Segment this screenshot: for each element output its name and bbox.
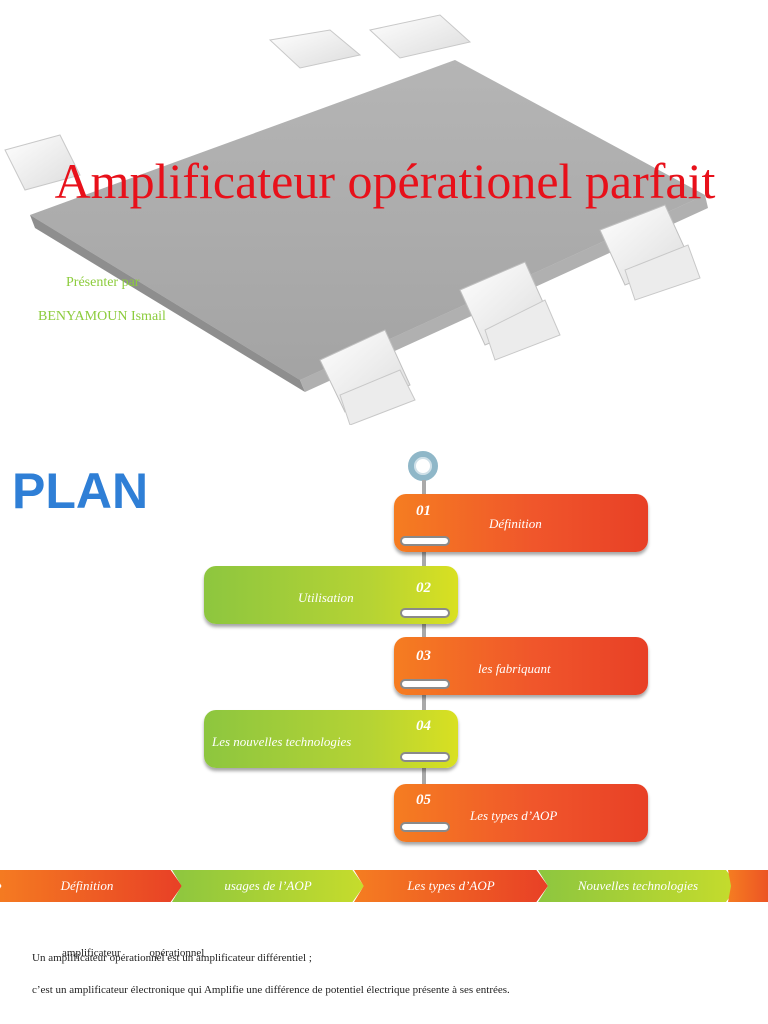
section-nav-bar: Définition usages de l’AOP Les types d’A… — [0, 868, 768, 904]
plan-item-label: Les types d’AOP — [470, 808, 558, 823]
plan-item-number: 01 — [416, 503, 431, 519]
plan-item-tab — [400, 608, 450, 618]
slide-title: Amplificateur opérationel parfait — [54, 153, 716, 209]
presenter-label: Présenter par — [66, 275, 140, 290]
plan-item-definition[interactable]: 01 Définition — [394, 494, 648, 552]
definition-line-1: Un amplificateur opérationnel est un amp… — [32, 952, 312, 964]
plan-item-label: Définition — [489, 516, 542, 531]
chip-illustration — [4, 14, 708, 425]
plan-item-number: 05 — [416, 792, 431, 808]
nav-types-aop[interactable]: Les types d’AOP — [354, 870, 548, 902]
plan-item-number: 04 — [416, 718, 431, 734]
plan-item-utilisation[interactable]: Utilisation 02 — [204, 566, 458, 624]
definition-overlay-text: amplificateur opérationnel — [62, 947, 205, 959]
plan-item-fabriquant[interactable]: 03 les fabriquant — [394, 637, 648, 695]
plan-item-tab — [400, 752, 450, 762]
plan-item-tab — [400, 536, 450, 546]
plan-item-label: les fabriquant — [478, 661, 551, 676]
plan-item-nouvelles-technologies[interactable]: Les nouvelles technologies 04 — [204, 710, 458, 768]
nav-next-partial[interactable] — [728, 870, 768, 902]
plan-title: PLAN — [12, 463, 149, 519]
presenter-name: BENYAMOUN Ismail — [38, 309, 166, 324]
timeline-ring-icon — [408, 451, 438, 481]
plan-item-tab — [400, 679, 450, 689]
definition-line-2: c’est un amplificateur électronique qui … — [32, 984, 510, 996]
plan-item-number: 02 — [416, 580, 431, 596]
plan-item-types-aop[interactable]: 05 Les types d’AOP — [394, 784, 648, 842]
plan-item-label: Utilisation — [298, 590, 354, 605]
plan-item-number: 03 — [416, 648, 431, 664]
nav-nouvelles-technologies[interactable]: Nouvelles technologies — [538, 870, 738, 902]
plan-item-tab — [400, 822, 450, 832]
nav-usages[interactable]: usages de l’AOP — [172, 870, 364, 902]
title-slide: Amplificateur opérationel parfait Présen… — [0, 0, 768, 425]
plan-item-label: Les nouvelles technologies — [212, 734, 352, 749]
nav-definition[interactable]: Définition — [0, 870, 182, 902]
